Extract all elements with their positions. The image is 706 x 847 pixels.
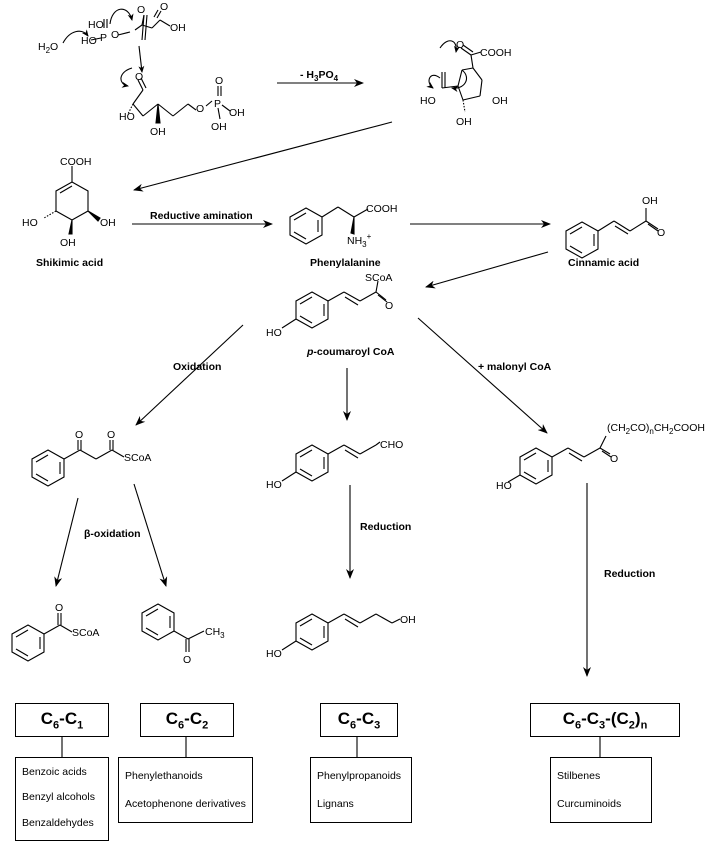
- example-item: Lignans: [317, 798, 354, 810]
- reduction-middle-label: Reduction: [360, 521, 411, 533]
- svg-text:CHO: CHO: [380, 439, 403, 451]
- chain-label: (CH2CO)nCH2COOH: [607, 422, 705, 436]
- examples-box-c6c2: Phenylethanoids Acetophenone derivatives: [118, 757, 253, 823]
- svg-text:O: O: [137, 4, 145, 16]
- arrow-malonyl: [417, 317, 548, 434]
- svg-text:HO: HO: [496, 480, 512, 492]
- polyketide-structure: [507, 435, 612, 485]
- phenylalanine-structure: [289, 206, 369, 245]
- coumaroyl-coa-structure: [281, 280, 388, 329]
- svg-text:O: O: [160, 1, 168, 13]
- example-item: Acetophenone derivatives: [125, 798, 246, 810]
- example-item: Benzoic acids: [22, 766, 87, 778]
- svg-text:COOH: COOH: [480, 47, 512, 59]
- svg-text:COOH: COOH: [60, 156, 92, 168]
- svg-text:OH: OH: [170, 22, 186, 34]
- cinnamic-acid-structure: [565, 208, 659, 259]
- reduction-right-label: Reduction: [604, 568, 655, 580]
- cinnamic-acid-label: Cinnamic acid: [568, 257, 639, 269]
- arrow-beta-oxidation-left: [54, 497, 79, 587]
- svg-text:O: O: [456, 39, 464, 51]
- ch3-label: CH3: [205, 626, 225, 640]
- svg-text:O: O: [75, 429, 83, 441]
- svg-text:HO: HO: [420, 95, 436, 107]
- svg-text:HO: HO: [266, 327, 282, 339]
- svg-text:O: O: [385, 300, 393, 312]
- pep-e4p-structure: [62, 8, 231, 124]
- coumaryl-alcohol-structure: [281, 613, 401, 651]
- coumaraldehyde-structure: [281, 441, 381, 482]
- svg-text:HO: HO: [119, 111, 135, 123]
- svg-text:OH: OH: [150, 126, 166, 138]
- svg-text:HO: HO: [88, 19, 104, 31]
- svg-text:O: O: [183, 654, 191, 666]
- nh3-label: NH3+: [347, 232, 372, 249]
- svg-text:SCoA: SCoA: [365, 272, 392, 284]
- shikimic-acid-label: Shikimic acid: [36, 257, 103, 269]
- example-item: Curcuminoids: [557, 798, 622, 810]
- svg-text:O: O: [610, 453, 618, 465]
- svg-text:O: O: [107, 429, 115, 441]
- example-item: Phenylpropanoids: [317, 770, 402, 782]
- svg-text:OH: OH: [400, 614, 416, 626]
- svg-text:O: O: [55, 602, 63, 614]
- class-box-c6c1: C6-C1: [15, 703, 109, 737]
- svg-text:OH: OH: [211, 121, 227, 133]
- benzoyl-coa-structure: [11, 613, 73, 662]
- svg-text:OH: OH: [100, 217, 116, 229]
- beta-oxidation-label: β-oxidation: [84, 528, 141, 540]
- benzoylacetyl-coa-structure: [31, 440, 125, 487]
- svg-text:SCoA: SCoA: [124, 452, 151, 464]
- svg-text:O: O: [657, 227, 665, 239]
- example-item: Benzaldehydes: [22, 817, 94, 829]
- svg-text:O: O: [215, 75, 223, 87]
- arrow-to-coumaroyl: [425, 251, 549, 289]
- dahp-structure: [426, 40, 483, 113]
- examples-box-c6c3c2n: Stilbenes Curcuminoids: [550, 757, 652, 823]
- svg-text:OH: OH: [60, 237, 76, 249]
- svg-text:OH: OH: [642, 195, 658, 207]
- examples-box-c6c3: Phenylpropanoids Lignans: [310, 757, 412, 823]
- class-box-c6c3: C6-C3: [320, 703, 398, 737]
- svg-text:HO: HO: [266, 479, 282, 491]
- h2o-label: H2O: [38, 41, 58, 55]
- arrow-to-shikimic: [133, 121, 393, 192]
- svg-text:HO: HO: [22, 217, 38, 229]
- examples-box-c6c1: Benzoic acids Benzyl alcohols Benzaldehy…: [15, 757, 109, 841]
- svg-text:HO: HO: [266, 648, 282, 660]
- example-item: Stilbenes: [557, 770, 601, 782]
- svg-text:O: O: [111, 29, 119, 41]
- svg-text:OH: OH: [229, 107, 245, 119]
- example-item: Phenylethanoids: [125, 770, 203, 782]
- svg-text:COOH: COOH: [366, 203, 398, 215]
- malonyl-coa-label: + malonyl CoA: [478, 361, 552, 373]
- svg-text:HO: HO: [81, 35, 97, 47]
- example-item: Benzyl alcohols: [22, 791, 95, 803]
- minus-h3po4-label: - H3PO4: [300, 69, 339, 83]
- svg-text:OH: OH: [492, 95, 508, 107]
- acetophenone-structure: [141, 603, 205, 652]
- phenylalanine-label: Phenylalanine: [310, 257, 381, 269]
- svg-text:O: O: [135, 71, 143, 83]
- class-box-c6c3c2n: C6-C3-(C2)n: [530, 703, 680, 737]
- arrow-beta-oxidation-right: [133, 483, 168, 587]
- svg-text:OH: OH: [456, 116, 472, 128]
- coumaroyl-coa-label: p-coumaroyl CoA: [306, 346, 395, 358]
- svg-text:P: P: [100, 32, 107, 44]
- class-box-c6c2: C6-C2: [140, 703, 234, 737]
- atom-labels: H2O HO HO P O O O OH O HO OH O P O OH OH…: [22, 1, 705, 666]
- svg-text:SCoA: SCoA: [72, 627, 99, 639]
- svg-text:P: P: [214, 98, 221, 110]
- svg-text:O: O: [196, 103, 204, 115]
- arrow-oxidation: [135, 324, 244, 426]
- reductive-amination-label: Reductive amination: [150, 210, 253, 222]
- oxidation-label: Oxidation: [173, 361, 221, 373]
- shikimic-acid-structure: [43, 166, 101, 235]
